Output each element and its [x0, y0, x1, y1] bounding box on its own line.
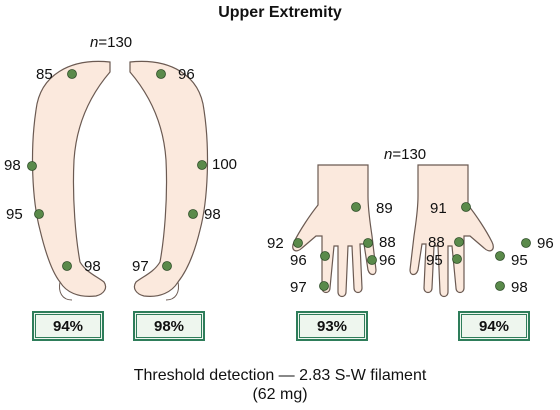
value-hand-a-little-prox: 88 — [379, 234, 396, 251]
value-hand-b-index-prox: 88 — [428, 234, 445, 251]
right-arm-shape — [129, 60, 209, 297]
hand-b-shape — [409, 164, 494, 298]
percentage-box-left-arm: 94% — [32, 311, 104, 341]
test-point-dot — [495, 281, 505, 291]
value-hand-b-dorsum: 91 — [430, 200, 447, 217]
value-hand-a-index-tip: 97 — [290, 279, 307, 296]
value-right-wrist: 97 — [132, 258, 149, 275]
percentage-value: 94% — [35, 314, 101, 338]
value-hand-b-little-tip: 98 — [511, 279, 528, 296]
test-point-dot — [156, 69, 166, 79]
test-point-dot — [67, 69, 77, 79]
percentage-box-hand-b: 94% — [458, 311, 530, 341]
value-hand-a-dorsum: 89 — [376, 200, 393, 217]
test-point-dot — [34, 209, 44, 219]
test-point-dot — [188, 209, 198, 219]
left-arm-shape — [31, 60, 111, 297]
test-point-dot — [62, 261, 72, 271]
diagram-title: Upper Extremity — [218, 4, 342, 21]
value-hand-b-little-prox: 95 — [511, 252, 528, 269]
value-hand-b-thumb: 96 — [537, 235, 554, 252]
value-left-upper-arm: 98 — [4, 157, 21, 174]
caption-line-1: Threshold detection — 2.83 S-W filament — [133, 367, 427, 384]
test-point-dot — [452, 254, 462, 264]
value-hand-b-index-tip: 95 — [426, 252, 443, 269]
value-hand-a-little-tip: 96 — [379, 252, 396, 269]
percentage-box-right-arm: 98% — [133, 311, 205, 341]
value-left-wrist: 98 — [84, 258, 101, 275]
sample-size-label-arms: n=130 — [90, 34, 133, 51]
percentage-value: 94% — [461, 314, 527, 338]
test-point-dot — [197, 160, 207, 170]
test-point-dot — [351, 202, 361, 212]
value-right-upper-arm: 100 — [212, 156, 238, 173]
hand-a-shape — [292, 164, 377, 298]
test-point-dot — [363, 238, 373, 248]
value-left-shoulder: 85 — [36, 66, 53, 83]
percentage-box-hand-a: 93% — [296, 311, 368, 341]
test-point-dot — [293, 238, 303, 248]
caption-line-2: (62 mg) — [252, 386, 308, 403]
value-right-shoulder: 96 — [178, 66, 195, 83]
test-point-dot — [27, 161, 37, 171]
value-hand-a-index-prox: 96 — [290, 252, 307, 269]
test-point-dot — [320, 251, 330, 261]
test-point-dot — [367, 255, 377, 265]
percentage-value: 98% — [136, 314, 202, 338]
percentage-value: 93% — [299, 314, 365, 338]
value-hand-a-thumb: 92 — [267, 235, 284, 252]
test-point-dot — [454, 237, 464, 247]
value-left-forearm: 95 — [6, 206, 23, 223]
test-point-dot — [495, 251, 505, 261]
test-point-dot — [162, 261, 172, 271]
sample-size-label-hands: n=130 — [384, 146, 427, 163]
test-point-dot — [319, 281, 329, 291]
test-point-dot — [461, 202, 471, 212]
test-point-dot — [521, 238, 531, 248]
value-right-forearm: 98 — [204, 206, 221, 223]
